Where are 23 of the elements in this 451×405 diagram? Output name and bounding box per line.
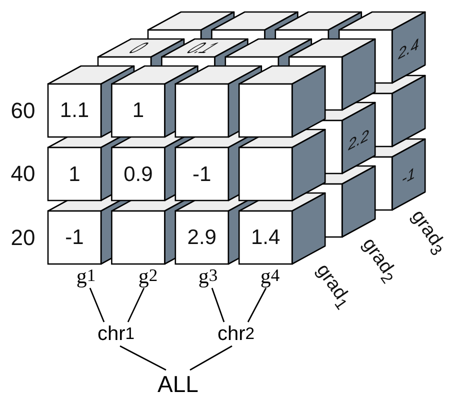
cell-value: 1.4 [250, 225, 282, 251]
tree-line [190, 345, 232, 371]
tree-line [120, 345, 166, 371]
cell-value: 0.9 [122, 162, 154, 188]
axis-value: 20 [10, 224, 36, 252]
cell-value: 2.2 [347, 124, 370, 156]
axis-value: 40 [10, 160, 36, 188]
cell-value: -1 [192, 162, 212, 188]
cell-value: -1 [400, 162, 416, 190]
cell-value: 1 [68, 162, 82, 188]
tree-line [211, 288, 225, 322]
tree-line [127, 288, 145, 322]
cell-value: 2.4 [397, 34, 420, 66]
tree-line [89, 288, 105, 322]
cell-value: 1.1 [58, 98, 90, 124]
cell-value: 0.1 [178, 41, 226, 55]
cell-value: 1 [131, 98, 146, 124]
cell-value: 2.9 [186, 225, 218, 251]
axis-value: 60 [10, 96, 36, 124]
cell-value: -1 [64, 225, 85, 251]
tree-line [247, 288, 267, 322]
cell-value: 0 [121, 41, 156, 55]
hierarchy-label: ALL [152, 370, 204, 398]
